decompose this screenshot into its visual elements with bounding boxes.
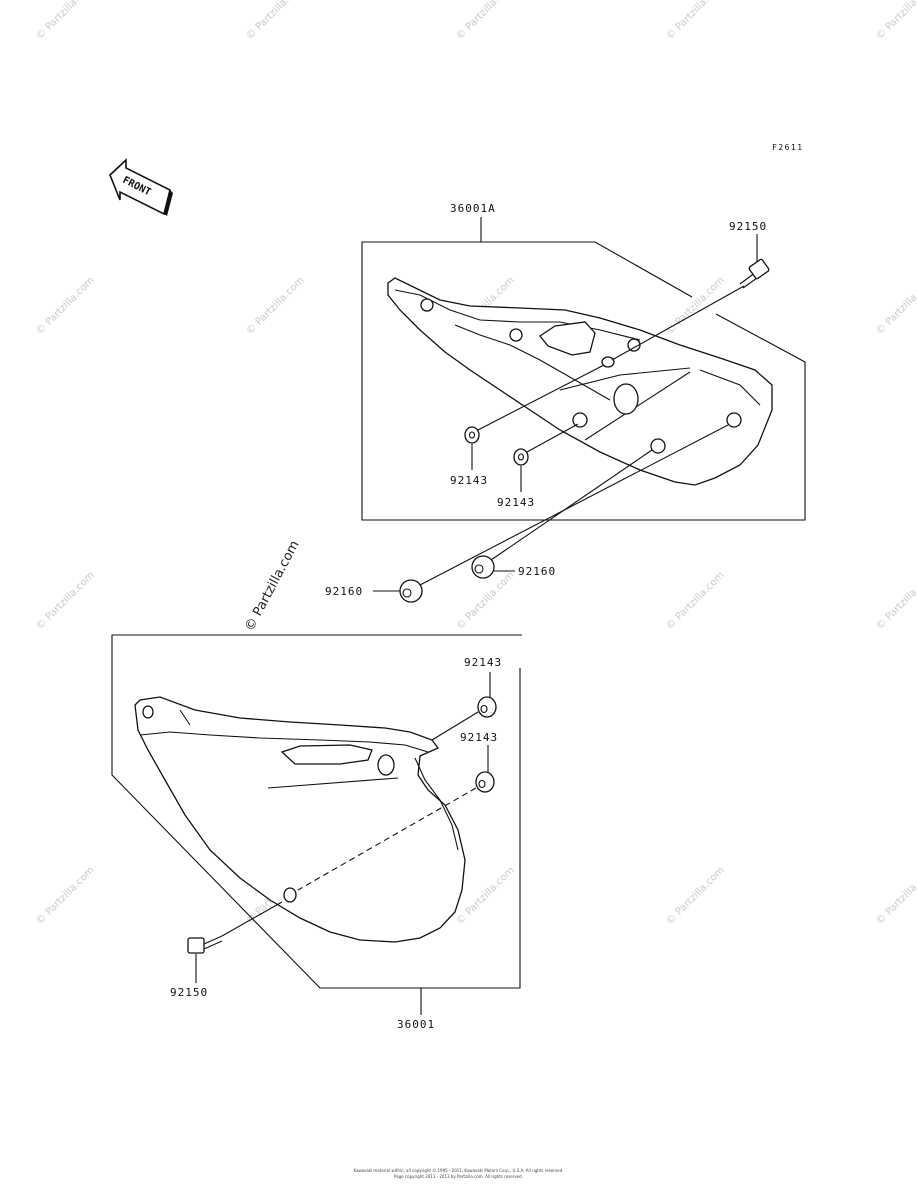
- watermark: © Partzilla.com: [874, 0, 917, 42]
- copyright-notice: Kawasaki material within, all copyright …: [0, 1168, 917, 1180]
- part-label-92143-top-right: 92143: [497, 496, 535, 509]
- watermark: © Partzilla.com: [664, 865, 726, 927]
- figure-code: F2611: [772, 143, 804, 152]
- top-side-cover: [387, 277, 773, 486]
- bottom-side-cover: [134, 696, 466, 943]
- watermark: © Partzilla.com: [34, 865, 96, 927]
- assembly-frame: [361, 241, 806, 521]
- copyright-line-2: Page copyright 2011 - 2013 by Partzilla.…: [394, 1174, 523, 1179]
- leader-line: [490, 449, 653, 561]
- grommet-icon: [475, 771, 495, 793]
- watermark: © Partzilla.com: [664, 0, 726, 42]
- grommet-icon: [477, 696, 497, 718]
- washer-icon: [513, 448, 529, 466]
- leader-line: [611, 285, 745, 361]
- grommet-icon: [399, 579, 423, 603]
- part-label-92150-bottom: 92150: [170, 986, 208, 999]
- leader-line-dashed: [297, 787, 477, 891]
- watermark: © Partzilla.com: [34, 275, 96, 337]
- washer-icon: [464, 426, 480, 444]
- leader-line: [419, 424, 729, 586]
- watermark: © Partzilla.com: [874, 275, 917, 337]
- watermark: © Partzilla.com: [874, 865, 917, 927]
- front-arrow-icon: FRONT: [109, 158, 173, 216]
- grommet-icon: [471, 555, 495, 579]
- leader-line: [431, 711, 479, 741]
- part-label-92160-right: 92160: [518, 565, 556, 578]
- copyright-line-1: Kawasaki material within, all copyright …: [353, 1168, 564, 1173]
- leader-line: [526, 423, 579, 453]
- part-label-92150-top: 92150: [729, 220, 767, 233]
- part-label-36001: 36001: [397, 1018, 435, 1031]
- assembly-frame: [111, 634, 522, 989]
- watermark: © Partzilla.com: [34, 570, 96, 632]
- watermark: © Partzilla.com: [34, 0, 96, 42]
- bolt-icon: [187, 901, 283, 954]
- watermark: © Partzilla.com: [664, 570, 726, 632]
- part-label-92143-lower: 92143: [460, 731, 498, 744]
- watermark: © Partzilla.com: [454, 0, 516, 42]
- leader-line: [477, 364, 605, 431]
- part-label-92143-upper: 92143: [464, 656, 502, 669]
- part-label-36001a: 36001A: [450, 202, 496, 215]
- bolt-icon: [739, 258, 770, 289]
- part-label-92143-top-left: 92143: [450, 474, 488, 487]
- watermark: © Partzilla.com: [244, 0, 306, 42]
- watermark: © Partzilla.com: [244, 275, 306, 337]
- watermark: © Partzilla.com: [874, 570, 917, 632]
- part-label-92160-left: 92160: [325, 585, 363, 598]
- watermark: © Partzilla.com: [664, 275, 726, 337]
- watermark-main: © Partzilla.com: [242, 538, 302, 634]
- watermark: © Partzilla.com: [454, 570, 516, 632]
